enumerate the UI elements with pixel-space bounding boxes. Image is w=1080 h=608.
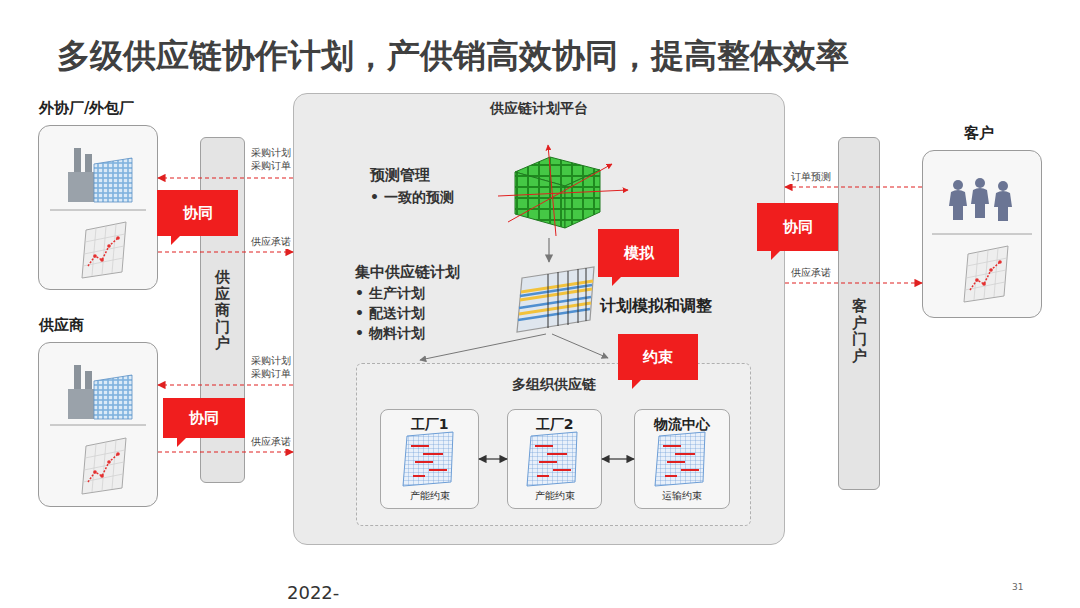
bullet-item: • 生产计划 (355, 285, 425, 303)
callout-tag: 模拟 (598, 229, 679, 277)
section-heading: 集中供应链计划 (355, 263, 460, 282)
node-title: 协同 (183, 204, 213, 223)
person-icon (994, 181, 1012, 221)
customer-illustrations (932, 178, 1032, 302)
connector-label: 供应承诺 (249, 236, 293, 249)
callout-tag: 约束 (618, 334, 698, 380)
step-label: 计划模拟和调整 (600, 296, 712, 317)
chart-icon (82, 222, 126, 278)
callout-tag: 协同 (757, 203, 838, 251)
connector (158, 451, 293, 452)
connector-label: 采购计划 采购订单 (249, 355, 293, 380)
factory-icon (68, 148, 132, 202)
flow-arrow (552, 334, 608, 358)
connector-label: 采购计划 采购订单 (249, 147, 293, 172)
node-title: 模拟 (624, 244, 654, 263)
node-title: 客户门户 (852, 298, 867, 364)
chart-icon (964, 246, 1008, 302)
node-title: 协同 (189, 409, 219, 428)
callout-tag: 协同 (163, 398, 245, 438)
schedule-icon (403, 432, 453, 486)
connector (785, 186, 922, 187)
schedule-icon (655, 432, 705, 486)
connector (158, 384, 293, 385)
node-note: 产能约束 (410, 489, 450, 503)
supplier-illustrations (50, 148, 146, 494)
partner-box: 供应商 (38, 342, 158, 507)
portal-band: 客户门户 (838, 137, 880, 490)
callout-tag: 协同 (157, 190, 238, 236)
node-title: 物流中心 (654, 416, 710, 434)
node-title: 供应商门户 (215, 269, 230, 352)
connector (785, 282, 922, 283)
section-heading: 预测管理 (370, 166, 430, 185)
node-title: 工厂2 (536, 416, 574, 434)
data-cube (498, 145, 628, 236)
connector (479, 458, 507, 459)
node-note: 运输约束 (662, 489, 702, 503)
person-icon (949, 180, 967, 220)
partner-box: 外协厂/外包厂 (38, 125, 158, 290)
node-note: 产能约束 (535, 489, 575, 503)
factory-icon (68, 365, 132, 419)
connector (602, 458, 634, 459)
bullet-item: • 配送计划 (355, 305, 425, 323)
chart-icon (82, 438, 126, 494)
connector-label: 供应承诺 (789, 267, 833, 280)
bullet-item: • 物料计划 (355, 325, 425, 343)
bullet-item: • 一致的预测 (370, 189, 454, 207)
node-title: 协同 (783, 218, 813, 237)
node-title: 外协厂/外包厂 (39, 99, 134, 118)
connector-label: 供应承诺 (249, 436, 293, 449)
group-box: 工厂1产能约束工厂2产能约束物流中心运输约束多组织供应链 (356, 363, 751, 526)
date-footer: 2022- (287, 582, 339, 603)
divider (932, 234, 1032, 235)
connector (158, 177, 293, 178)
flow-arrow (420, 334, 546, 360)
process-box: 工厂2 产能约束 (507, 409, 602, 509)
connector-label: 订单预测 (789, 171, 833, 184)
slide-title: 多级供应链协作计划，产供销高效协同，提高整体效率 (57, 34, 849, 79)
process-box: 物流中心运输约束 (634, 409, 730, 509)
node-title: 工厂1 (411, 416, 449, 434)
page-number: 31 (1012, 582, 1023, 592)
node-title: 供应链计划平台 (294, 100, 784, 118)
schedule-icon (527, 432, 577, 486)
customer-box: 客户 (922, 150, 1042, 318)
node-title: 客户 (964, 124, 994, 143)
process-box: 工厂1 产能约束 (380, 409, 479, 509)
person-icon (971, 178, 989, 218)
node-title: 约束 (643, 348, 673, 367)
plan-board (517, 267, 594, 332)
divider (50, 425, 146, 426)
connector (158, 251, 293, 252)
flow-arrow (548, 238, 549, 262)
divider (50, 210, 146, 211)
node-title: 供应商 (39, 316, 84, 335)
